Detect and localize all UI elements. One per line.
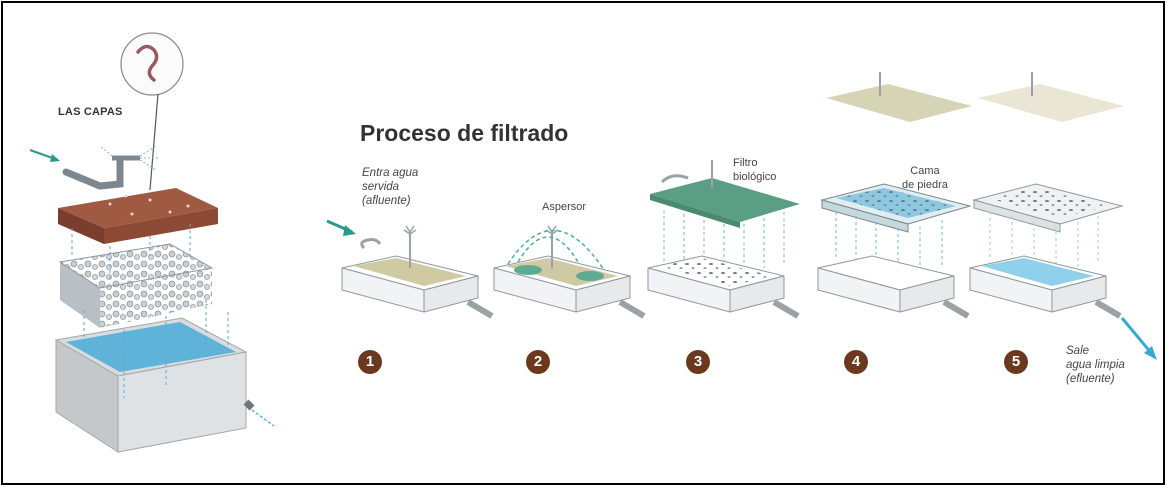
page-title: Proceso de filtrado xyxy=(360,120,569,146)
sprinkler-label: Aspersor xyxy=(542,201,587,213)
step-4-badge: 4 xyxy=(844,350,868,374)
step-5-badge: 5 xyxy=(1004,350,1028,374)
water-tank xyxy=(54,317,275,453)
step-2-tank xyxy=(493,225,646,319)
step-1-tank xyxy=(341,225,494,319)
step-3-tank xyxy=(647,160,800,319)
spray-arcs xyxy=(507,229,605,271)
stone-bed-label: Cama de piedra xyxy=(902,165,948,191)
worm-icon xyxy=(136,44,159,82)
step-4-tank xyxy=(817,72,972,319)
layers-heading: LAS CAPAS xyxy=(58,106,123,118)
effluent-arrow xyxy=(1120,317,1154,355)
soil-layer xyxy=(58,188,218,244)
left-layers-diagram xyxy=(29,32,275,453)
step-3-badge: 3 xyxy=(686,350,710,374)
biofilter-label: Filtro biológico xyxy=(733,157,777,183)
stone-layer xyxy=(58,243,214,328)
step-2-badge: 2 xyxy=(526,350,550,374)
influent-label: Entra agua servida (afluente) xyxy=(362,167,419,207)
effluent-label: Sale agua limpia (efluente) xyxy=(1066,345,1125,385)
step-1-badge: 1 xyxy=(358,350,382,374)
outflow-arrow-left xyxy=(251,409,275,427)
step-5-tank xyxy=(969,72,1157,360)
inflow-pipe xyxy=(62,156,124,190)
